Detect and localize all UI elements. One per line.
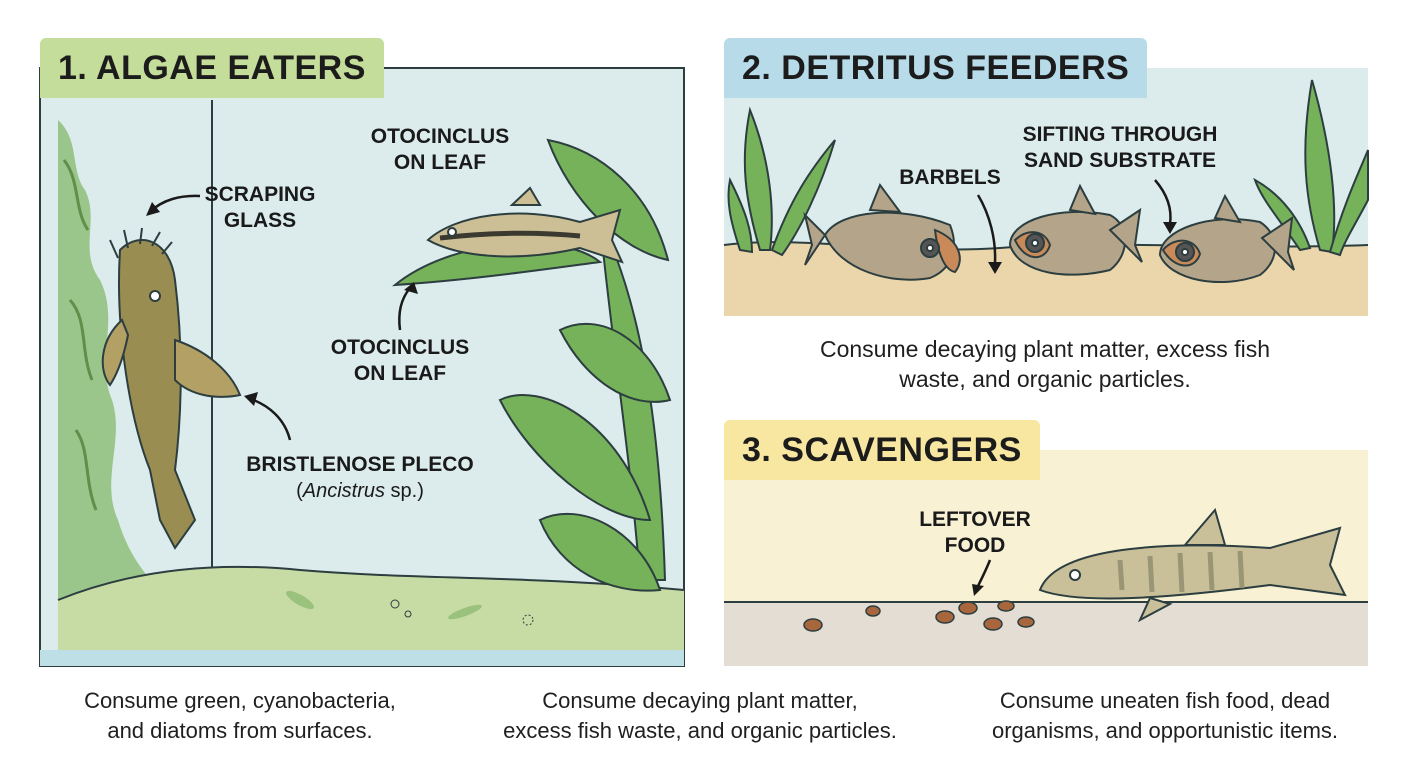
barbels-label: BARBELS xyxy=(899,166,1001,189)
detritus-caption: Consume decaying plant matter, excess fi… xyxy=(819,336,1270,392)
detritus-scene xyxy=(723,68,1369,316)
loach-fish xyxy=(1038,507,1347,623)
pleco-label: BRISTLENOSE PLECO (Ancistrus sp.) xyxy=(220,452,500,504)
caption-left: Consume green, cyanobacteria, and diatom… xyxy=(84,688,396,743)
caption-middle: Consume decaying plant matter, excess fi… xyxy=(503,688,897,743)
pleco-genus: Ancistrus xyxy=(302,480,385,502)
algae-eaters-title: 1. ALGAE EATERS xyxy=(40,38,384,98)
scavenger-scene xyxy=(724,450,1368,666)
pleco-fish xyxy=(101,227,242,550)
leftover-food-label: LEFTOVER FOOD xyxy=(919,508,1031,557)
sifting-label: SIFTING THROUGH SAND SUBSTRATE xyxy=(1022,123,1218,172)
scavengers-title: 3. SCAVENGERS xyxy=(724,420,1040,480)
pleco-common-name: BRISTLENOSE PLECO xyxy=(246,453,474,476)
pleco-scientific-name: (Ancistrus sp.) xyxy=(296,480,424,502)
otocinclus-label-top: OTOCINCLUS ON LEAF xyxy=(370,125,510,174)
algae-tank xyxy=(39,67,685,667)
detritus-feeders-title: 2. DETRITUS FEEDERS xyxy=(724,38,1148,98)
otocinclus-label-mid: OTOCINCLUS ON LEAF xyxy=(330,336,470,385)
otocinclus-fish xyxy=(426,186,624,264)
scraping-glass-label: SCRAPING GLASS xyxy=(204,183,316,232)
pleco-species: sp.) xyxy=(385,480,424,502)
caption-right: Consume uneaten fish food, dead organism… xyxy=(991,688,1339,743)
